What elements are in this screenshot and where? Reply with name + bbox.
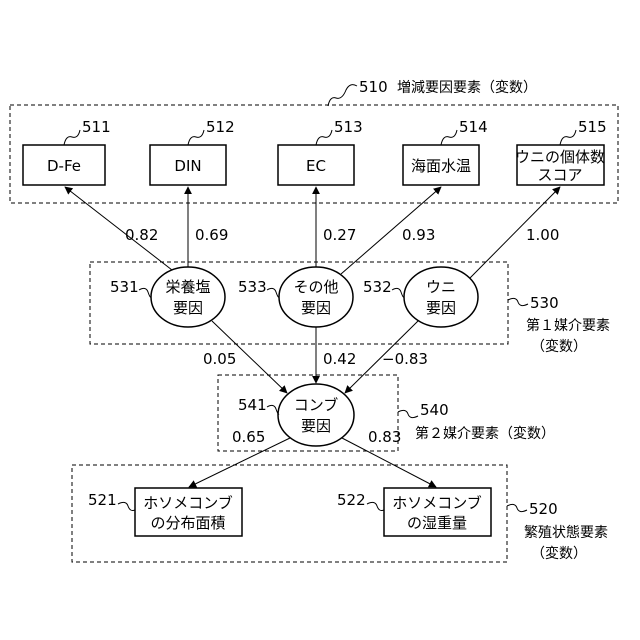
mediator-label-nutrient-line2: 要因 [173, 299, 203, 317]
mediator-leader-533 [267, 288, 279, 297]
group-520-leader [507, 504, 527, 511]
factor-ref-513: 513 [334, 118, 363, 136]
mediator-leader-531 [139, 288, 151, 297]
mediator-ellipse-other [279, 267, 353, 327]
group-520-line1: 繁殖状態要素 [524, 524, 608, 541]
group-530-line2: （変数） [531, 338, 587, 355]
mediator-ellipse-kelp [278, 384, 354, 446]
coef-nutrient-kelp: 0.05 [203, 350, 236, 368]
factor-label-ec: EC [306, 157, 326, 175]
coef-other-ec: 0.27 [323, 226, 356, 244]
mediator-label-kelp-line2: 要因 [301, 417, 331, 435]
factor-ref-512: 512 [206, 118, 235, 136]
outcome-label-area-line2: の分布面積 [150, 514, 225, 532]
coef-nutrient-dfe: 0.82 [125, 226, 158, 244]
mediator-label-urchin-line1: ウニ [426, 278, 456, 296]
outcome-ref-522: 522 [337, 491, 366, 509]
mediator-leader-532 [392, 288, 404, 297]
factor-leader-512 [188, 130, 204, 145]
group-540-ref: 540 [420, 401, 449, 419]
mediator-ref-531: 531 [110, 278, 139, 296]
mediator-label-other-line1: その他 [293, 278, 338, 296]
mediator-ref-532: 532 [363, 278, 392, 296]
coef-nutrient-din: 0.69 [195, 226, 228, 244]
mediator-ellipse-nutrient [151, 267, 225, 327]
mediator-ellipse-urchin [404, 267, 478, 327]
group-520-line2: （変数） [531, 545, 587, 562]
factor-label-urchin-score-line1: ウニの個体数 [515, 148, 605, 166]
group-540-label: 第２媒介要素（変数） [415, 425, 555, 442]
mediator-ref-533: 533 [238, 278, 267, 296]
factor-leader-515 [560, 130, 576, 145]
group-520-ref: 520 [529, 500, 558, 518]
outcome-leader-521 [118, 502, 135, 510]
coef-urchin-kelp: −0.83 [382, 350, 428, 368]
factor-ref-515: 515 [578, 118, 607, 136]
group-530-leader [508, 298, 528, 305]
factor-leader-513 [316, 130, 332, 145]
outcome-label-area-line1: ホソメコンブ [143, 494, 233, 512]
mediator-ref-541: 541 [238, 396, 267, 414]
coef-urchin-score: 1.00 [526, 226, 559, 244]
group-530-ref: 530 [530, 294, 559, 312]
coef-kelp-area: 0.65 [232, 428, 265, 446]
factor-label-dfe: D-Fe [47, 157, 81, 175]
outcome-leader-522 [367, 502, 384, 510]
coef-kelp-weight: 0.83 [368, 428, 401, 446]
group-510-ref: 510 [359, 78, 388, 96]
outcome-label-weight-line2: の湿重量 [407, 514, 467, 532]
factor-leader-511 [64, 130, 80, 145]
group-510-leader [328, 85, 357, 106]
mediator-label-nutrient-line1: 栄養塩 [165, 278, 210, 296]
mediator-label-urchin-line2: 要因 [426, 299, 456, 317]
group-510-label: 増減要因要素（変数） [397, 79, 537, 96]
mediator-label-other-line2: 要因 [301, 299, 331, 317]
factor-label-sst: 海面水温 [411, 157, 471, 175]
outcome-ref-521: 521 [88, 491, 117, 509]
coef-other-kelp: 0.42 [323, 350, 356, 368]
group-530-line1: 第１媒介要素 [526, 317, 610, 334]
mediator-label-kelp-line1: コンブ [294, 396, 339, 414]
mediator-leader-541 [267, 405, 279, 414]
factor-ref-511: 511 [82, 118, 111, 136]
factor-label-din: DIN [174, 157, 201, 175]
factor-leader-514 [441, 130, 457, 145]
group-540-leader [398, 410, 418, 417]
coef-other-sst: 0.93 [402, 226, 435, 244]
outcome-label-weight-line1: ホソメコンブ [392, 494, 482, 512]
factor-label-urchin-score-line2: スコア [537, 166, 582, 184]
factor-ref-514: 514 [459, 118, 488, 136]
